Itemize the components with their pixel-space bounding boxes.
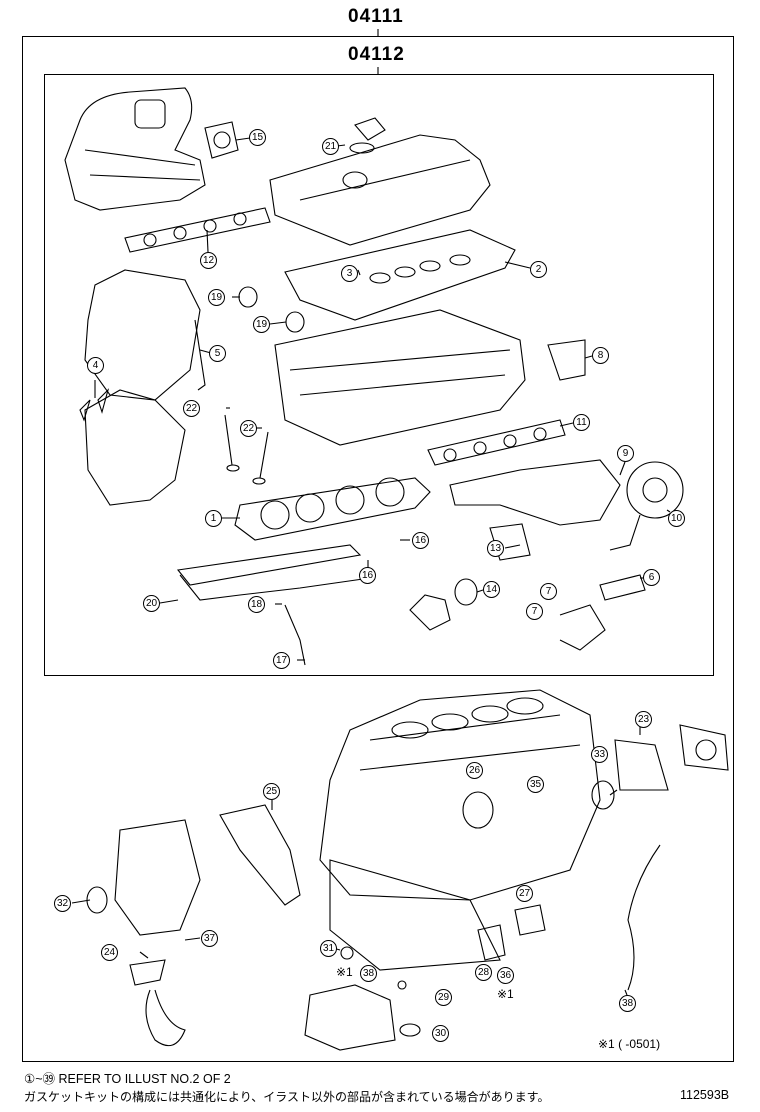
illustration-number: 112593B [680,1088,730,1102]
callout-25[interactable]: 25 [263,783,280,800]
inner-kit-code: 04112 [348,44,405,65]
callout-23[interactable]: 23 [635,711,652,728]
callout-20[interactable]: 20 [143,595,160,612]
callout-31[interactable]: 31 [320,940,337,957]
callout-14[interactable]: 14 [483,581,500,598]
callout-27[interactable]: 27 [516,885,533,902]
callout-8[interactable]: 8 [592,347,609,364]
callout-18[interactable]: 18 [248,596,265,613]
callout-16b[interactable]: 16 [359,567,376,584]
callout-17[interactable]: 17 [273,652,290,669]
callout-29[interactable]: 29 [435,989,452,1006]
callout-22a[interactable]: 22 [183,400,200,417]
callout-28[interactable]: 28 [475,964,492,981]
note-period: ※1 ( -0501) [598,1037,661,1051]
callout-21[interactable]: 21 [322,138,339,155]
refer-note: ①~㊴ REFER TO ILLUST NO.2 OF 2 [24,1072,231,1086]
outer-kit-frame [22,36,734,1062]
callout-22b[interactable]: 22 [240,420,257,437]
callout-38b[interactable]: 38 [619,995,636,1012]
callout-26[interactable]: 26 [466,762,483,779]
callout-35[interactable]: 35 [527,776,544,793]
outer-kit-code: 04111 [348,6,404,27]
callout-16a[interactable]: 16 [412,532,429,549]
callout-9[interactable]: 9 [617,445,634,462]
callout-10[interactable]: 10 [668,510,685,527]
callout-2[interactable]: 2 [530,261,547,278]
callout-30[interactable]: 30 [432,1025,449,1042]
inner-kit-frame [44,74,714,676]
callout-19b[interactable]: 19 [253,316,270,333]
callout-7b[interactable]: 7 [526,603,543,620]
japanese-note: ガスケットキットの構成には共通化により、イラスト以外の部品が含まれている場合があ… [24,1090,550,1104]
callout-3[interactable]: 3 [341,265,358,282]
callout-24[interactable]: 24 [101,944,118,961]
callout-7a[interactable]: 7 [540,583,557,600]
callout-6[interactable]: 6 [643,569,660,586]
note-mark-2: ※1 [497,987,514,1001]
callout-12[interactable]: 12 [200,252,217,269]
note-mark-1: ※1 [336,965,353,979]
callout-36[interactable]: 36 [497,967,514,984]
callout-15[interactable]: 15 [249,129,266,146]
callout-32[interactable]: 32 [54,895,71,912]
callout-38a[interactable]: 38 [360,965,377,982]
callout-5[interactable]: 5 [209,345,226,362]
callout-4[interactable]: 4 [87,357,104,374]
callout-37[interactable]: 37 [201,930,218,947]
callout-13[interactable]: 13 [487,540,504,557]
callout-1[interactable]: 1 [205,510,222,527]
callout-19a[interactable]: 19 [208,289,225,306]
callout-33[interactable]: 33 [591,746,608,763]
callout-11[interactable]: 11 [573,414,590,431]
